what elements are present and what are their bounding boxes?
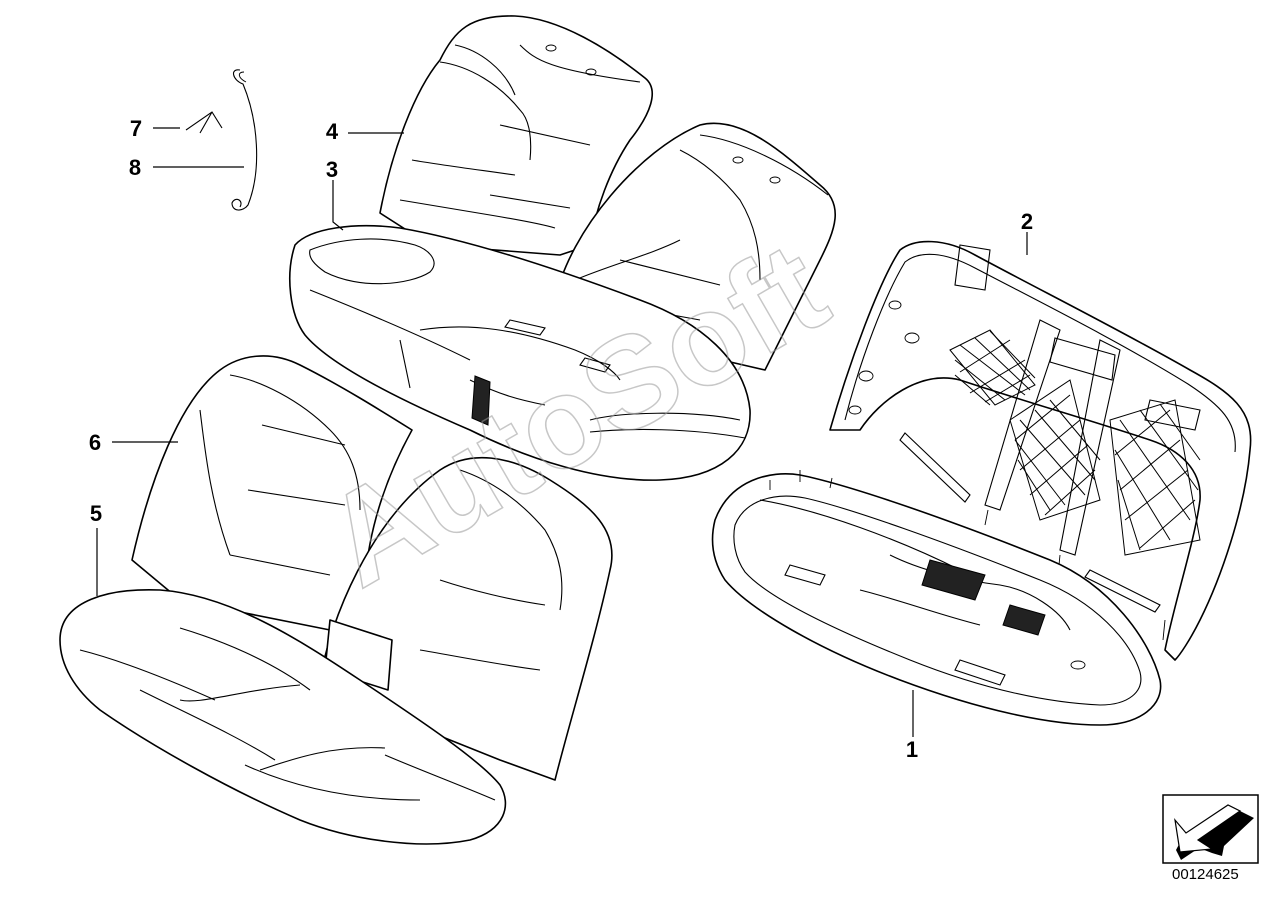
frame-mesh-center — [1009, 379, 1101, 521]
part-8-wire-spring — [231, 69, 258, 211]
part-2-backrest-frame — [829, 240, 1252, 661]
arrow-down-left-icon — [1162, 794, 1259, 864]
callout-2: 2 — [1021, 209, 1033, 234]
callout-5: 5 — [90, 501, 102, 526]
callout-1: 1 — [906, 737, 918, 762]
diagram-number: 00124625 — [1172, 866, 1239, 883]
frame-mesh-right — [1109, 399, 1201, 556]
callout-6: 6 — [89, 430, 101, 455]
callout-7: 7 — [130, 116, 142, 141]
callout-4: 4 — [326, 119, 339, 144]
part-5-seat-cushion-lower — [59, 588, 507, 845]
part-1-seat-frame — [711, 470, 1162, 726]
callout-8: 8 — [129, 155, 141, 180]
part-7-clip — [185, 111, 223, 134]
callout-3: 3 — [326, 157, 338, 182]
leader-lines — [96, 127, 1028, 737]
part-3-seat-cushion-upper — [289, 224, 751, 481]
part-6-backrest-lower — [131, 355, 613, 781]
